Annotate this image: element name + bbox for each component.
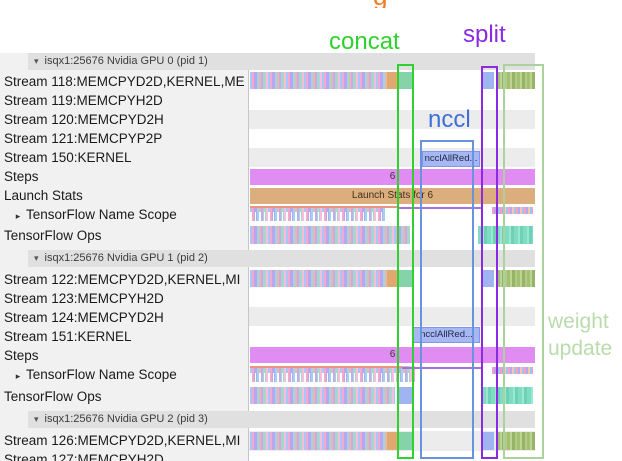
row-label-stream-126: Stream 126:MEMCPYD2D,KERNEL,MI xyxy=(4,433,241,448)
tf-name-scope-mini-gpu1[interactable] xyxy=(492,367,533,374)
section-header-gpu0[interactable]: ▾ isqx1:25676 Nvidia GPU 0 (pid 1) xyxy=(28,53,535,70)
stream122-kernel-events-bar[interactable] xyxy=(250,270,387,287)
steps-bar-gpu1[interactable]: 6 xyxy=(250,347,535,363)
tf-name-scope-mini-gpu0[interactable] xyxy=(492,207,533,214)
tf-name-scope-long-op-gpu0[interactable] xyxy=(250,206,398,208)
row-background xyxy=(249,307,535,326)
section-header-gpu1[interactable]: ▾ isqx1:25676 Nvidia GPU 1 (pid 2) xyxy=(28,250,535,267)
row-label-tf-ops: TensorFlow Ops xyxy=(4,389,102,404)
tf-name-scope-flame-gpu1[interactable] xyxy=(250,366,415,382)
section-header-label: isqx1:25676 Nvidia GPU 2 (pid 3) xyxy=(44,413,208,425)
tf-name-scope-long-op-gpu1[interactable] xyxy=(250,366,402,368)
row-label-steps: Steps xyxy=(4,169,39,184)
section-header-label: isqx1:25676 Nvidia GPU 0 (pid 1) xyxy=(44,55,208,67)
row-label-stream-127: Stream 127:MEMCPYH2D xyxy=(4,452,164,461)
concat-label: concat xyxy=(329,28,400,55)
tf-name-scope-long-op2-gpu1[interactable] xyxy=(402,367,483,369)
row-background xyxy=(249,110,535,129)
nccl-annotation-box xyxy=(420,140,474,459)
stream122-split-event-bar[interactable] xyxy=(483,270,494,287)
nccl-allreduce-bar-gpu0[interactable]: ncclAllRed... xyxy=(422,151,480,167)
weight-update-annotation-box xyxy=(503,64,544,459)
tf-ops-bar-gpu0[interactable] xyxy=(250,226,410,244)
row-label-stream-123: Stream 123:MEMCPYH2D xyxy=(4,291,164,306)
row-label-stream-121: Stream 121:MEMCPYP2P xyxy=(4,131,163,146)
row-label-tf-ops: TensorFlow Ops xyxy=(4,228,102,243)
tf-name-scope-flame-gpu0[interactable] xyxy=(250,206,385,221)
stream118-split-event-bar[interactable] xyxy=(483,72,494,89)
stream126-concat-event-bar[interactable] xyxy=(397,432,414,450)
section-header-gpu2[interactable]: ▾ isqx1:25676 Nvidia GPU 2 (pid 3) xyxy=(28,411,535,428)
row-label-stream-124: Stream 124:MEMCPYD2H xyxy=(4,310,164,325)
steps-bar-gpu0[interactable]: 6 xyxy=(250,169,535,185)
row-label-stream-151: Stream 151:KERNEL xyxy=(4,329,132,344)
clipped-orange-label: g xyxy=(371,0,399,8)
stream122-weight-update-bar[interactable] xyxy=(497,270,535,287)
stream126-split-event-bar[interactable] xyxy=(483,432,494,450)
split-label: split xyxy=(463,21,506,48)
section-header-label: isqx1:25676 Nvidia GPU 1 (pid 2) xyxy=(44,252,208,264)
chevron-down-icon: ▾ xyxy=(34,253,39,263)
stream118-kernel-events-bar[interactable] xyxy=(250,72,387,89)
stream126-weight-update-bar[interactable] xyxy=(497,432,535,450)
stream122-concat-event-bar[interactable] xyxy=(397,270,414,287)
row-label-stream-119: Stream 119:MEMCPYH2D xyxy=(4,93,163,108)
weight-update-label: weight update xyxy=(548,310,613,360)
split-annotation-box xyxy=(481,66,498,459)
tf-name-scope-long-op2-gpu0[interactable] xyxy=(398,207,483,209)
tf-ops-blue-bar-gpu1[interactable] xyxy=(399,387,413,404)
row-label-stream-150: Stream 150:KERNEL xyxy=(4,150,132,165)
row-label-tf-name-scope[interactable]: ▸TensorFlow Name Scope xyxy=(10,366,252,383)
expand-icon: ▸ xyxy=(15,371,21,381)
stream118-tan-event-bar[interactable] xyxy=(387,72,397,89)
expand-icon: ▸ xyxy=(15,211,21,221)
stream126-tan-event-bar[interactable] xyxy=(387,432,397,450)
nccl-label: nccl xyxy=(428,106,471,133)
chevron-down-icon: ▾ xyxy=(34,414,39,424)
chevron-down-icon: ▾ xyxy=(34,56,39,66)
launch-stats-bar-gpu0[interactable]: Launch Stats for 6 xyxy=(250,188,535,204)
stream126-kernel-events-bar[interactable] xyxy=(250,432,387,450)
tf-ops-bar-gpu1[interactable] xyxy=(250,387,395,404)
row-label-stream-120: Stream 120:MEMCPYD2H xyxy=(4,112,164,127)
tf-ops-teal-bar-gpu0[interactable] xyxy=(478,226,533,244)
stream122-tan-event-bar[interactable] xyxy=(387,270,397,287)
tf-ops-teal-bar-gpu1[interactable] xyxy=(482,387,533,404)
row-label-tf-name-scope[interactable]: ▸TensorFlow Name Scope xyxy=(10,206,252,223)
row-label-launch-stats: Launch Stats xyxy=(4,188,83,203)
stream118-concat-event-bar[interactable] xyxy=(397,72,414,89)
concat-annotation-box xyxy=(397,64,414,459)
row-label-stream-122: Stream 122:MEMCPYD2D,KERNEL,MI xyxy=(4,272,241,287)
row-label-stream-118: Stream 118:MEMCPYD2D,KERNEL,ME xyxy=(4,74,245,89)
row-label-steps: Steps xyxy=(4,348,39,363)
stream118-weight-update-bar[interactable] xyxy=(497,72,535,89)
